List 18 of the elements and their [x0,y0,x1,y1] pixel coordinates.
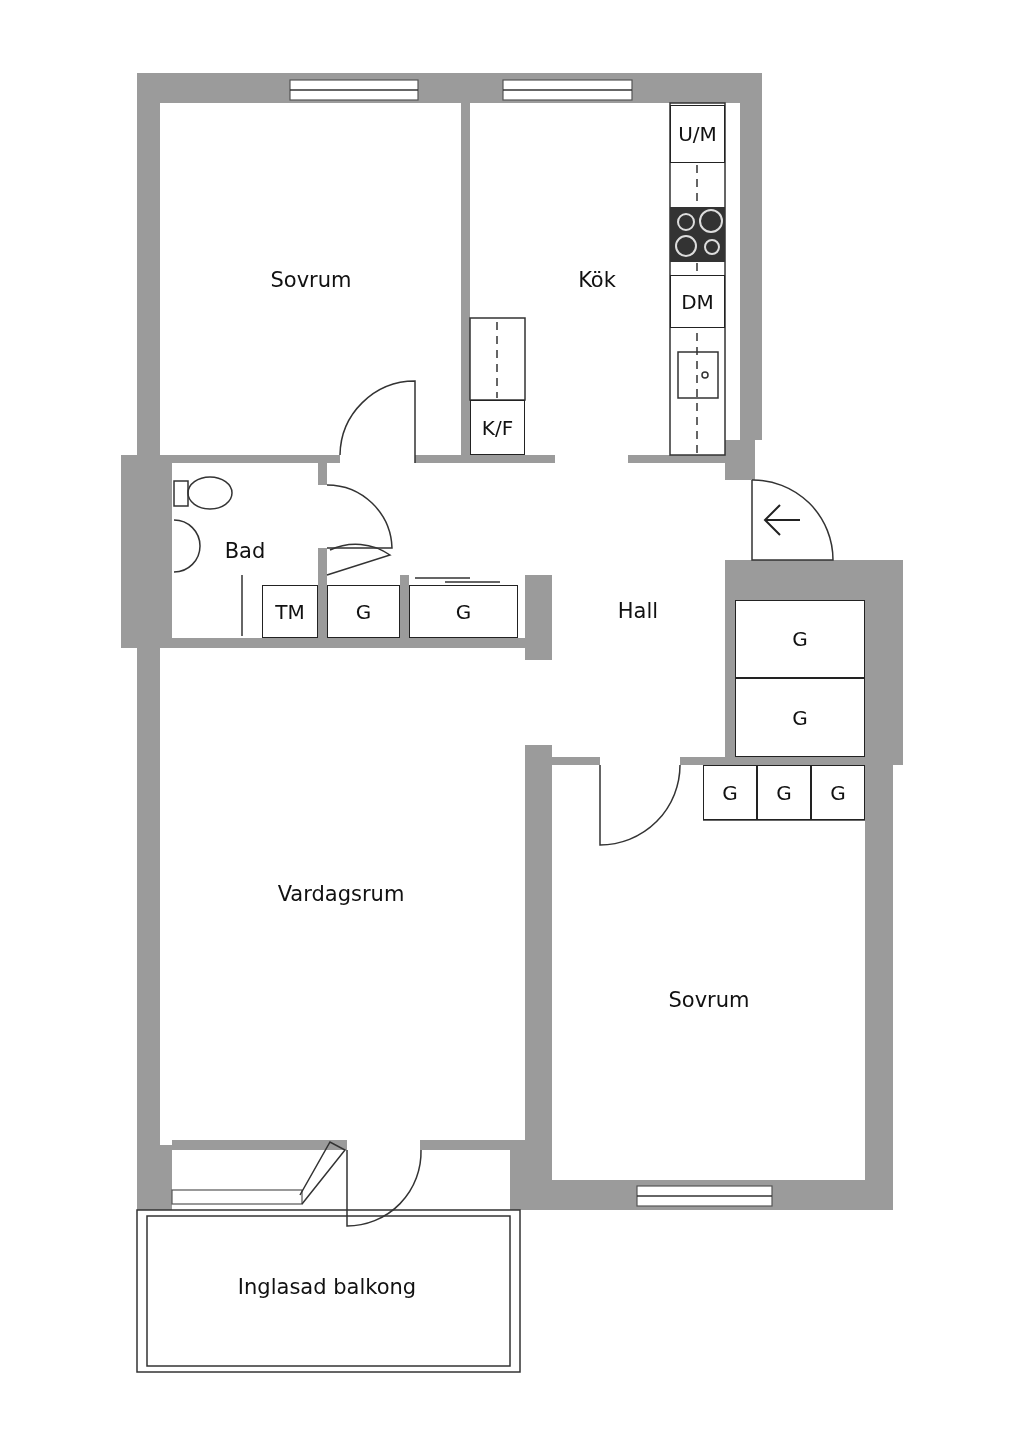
room-label: Bad [224,539,266,563]
fixture-label: G [735,600,865,678]
room-label: Inglasad balkong [237,1275,417,1299]
room-label: Sovrum [668,988,750,1012]
fixture-label: G [409,585,518,638]
fixture-label: TM [262,585,318,638]
fixture-label: U/M [670,105,725,163]
fixture-label: G [811,765,865,820]
fixture-label: G [757,765,811,820]
fixture-label: G [703,765,757,820]
fixture-label: K/F [470,400,525,455]
room-label: Hall [617,599,659,623]
fixture-label: G [327,585,400,638]
room-label: Vardagsrum [277,882,405,906]
room-label: Kök [578,268,616,292]
room-label: Sovrum [270,268,352,292]
fixture-label: G [735,678,865,757]
fixture-label: DM [670,275,725,328]
